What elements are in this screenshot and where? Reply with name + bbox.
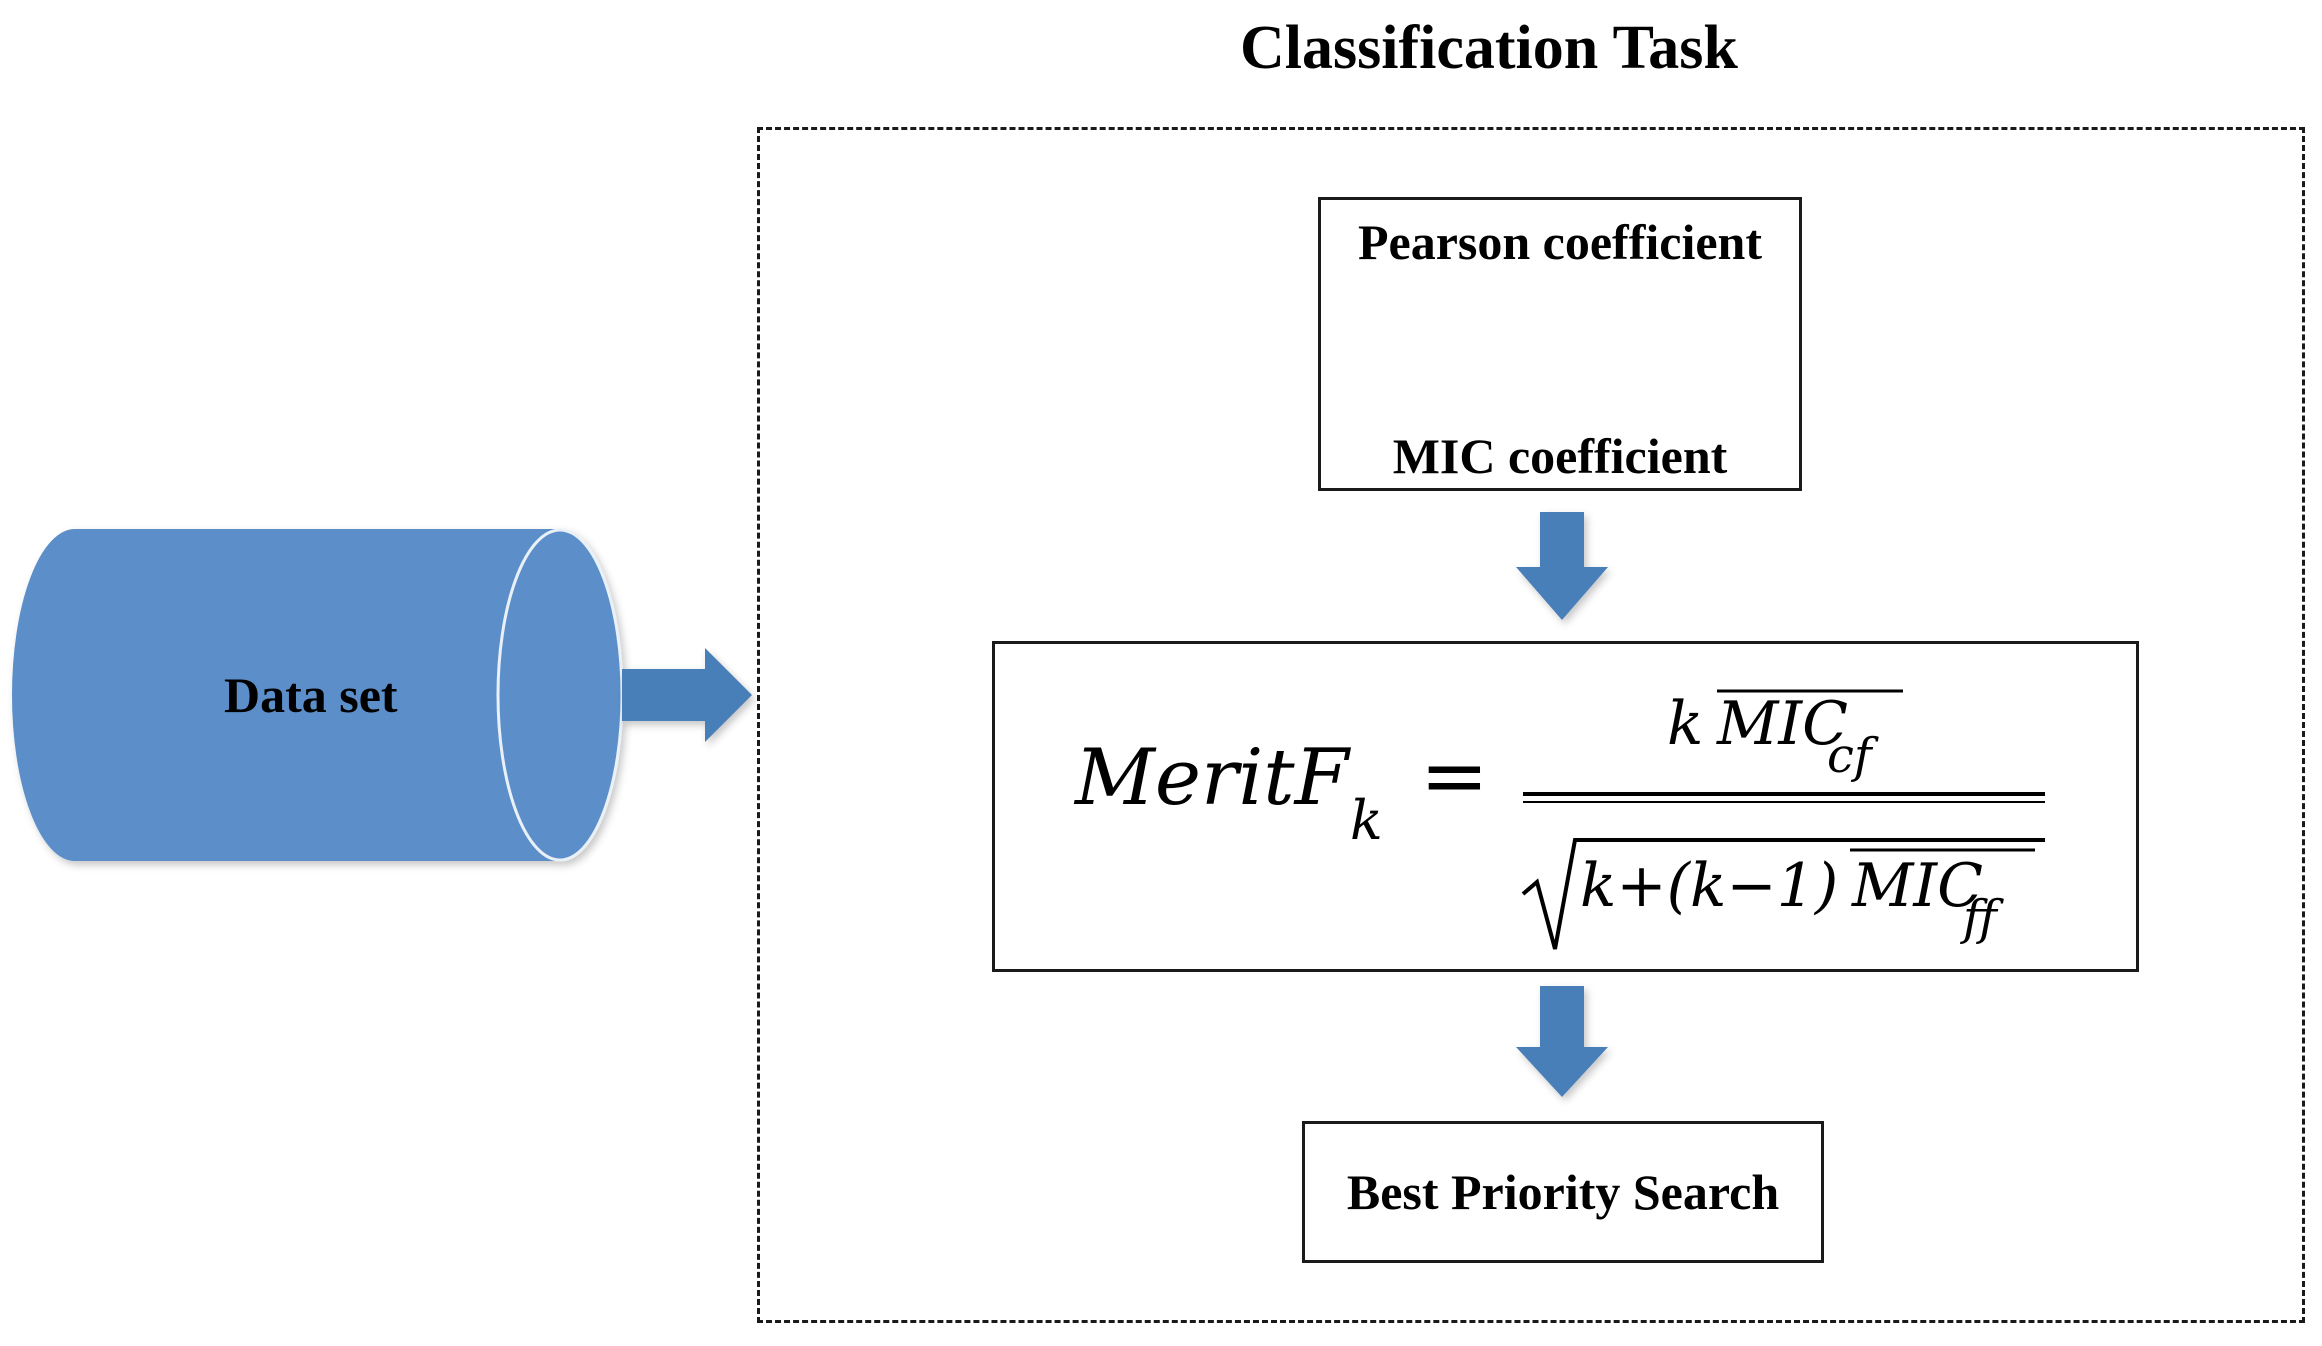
dataset-label: Data set: [224, 667, 398, 723]
merit-formula-box: MeritF k = k MIC cf k+(k−1) MIC ff: [992, 641, 2139, 972]
mic-coefficient-label: MIC coefficient: [1392, 428, 1728, 484]
formula-numerator-coef: k: [1667, 689, 1703, 759]
formula-numerator-term: MIC: [1716, 689, 1848, 759]
arrow-right-icon: [622, 648, 752, 742]
arrow-down-icon-mic-to-formula: [1516, 512, 1608, 620]
formula-numerator-subscript: cf: [1827, 728, 1879, 784]
diagram-title: Classification Task: [1240, 14, 1738, 82]
dataset-cylinder-icon: [12, 528, 624, 862]
formula-denominator-subscript: ff: [1960, 890, 2004, 946]
classification-task-frame: [757, 127, 2305, 1323]
pearson-coefficient-label: Pearson coefficient: [1357, 214, 1762, 270]
best-priority-search-box: Best Priority Search: [1302, 1121, 1824, 1263]
sqrt-sign-icon: [1521, 838, 2045, 950]
arrow-down-icon-formula-to-search: [1516, 986, 1608, 1097]
formula-denominator-prefix: k+(k−1): [1580, 851, 1838, 921]
formula-lhs-subscript: k: [1350, 789, 1383, 852]
formula-lhs: MeritF: [1073, 733, 1352, 823]
merit-formula: MeritF k = k MIC cf k+(k−1) MIC ff: [1073, 689, 2045, 950]
formula-equals: =: [1420, 729, 1489, 824]
pearson-mic-box: Pearson coefficient MIC coefficient: [1318, 197, 1802, 491]
formula-denominator-term: MIC: [1851, 851, 1983, 921]
best-priority-search-label: Best Priority Search: [1346, 1164, 1780, 1220]
